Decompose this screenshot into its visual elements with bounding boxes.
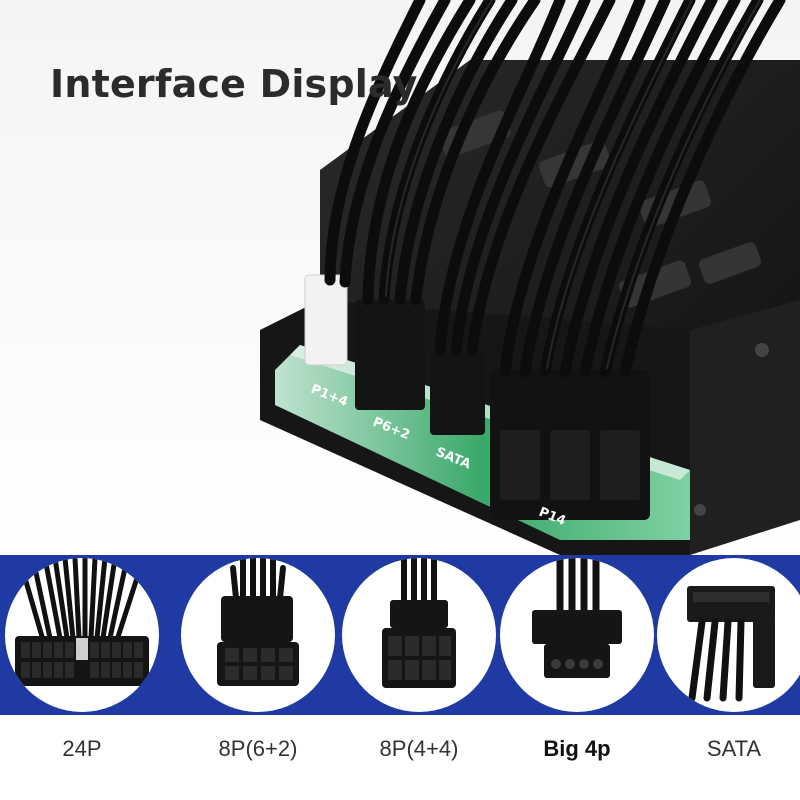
connector-label-sata: SATA: [706, 736, 762, 761]
molex-4pin-connector-icon: [532, 558, 622, 678]
connector-label-24p: 24P: [62, 736, 102, 761]
psu-product-photo: P1+4 P6+2 SATA P14: [0, 0, 800, 555]
connector-label-8p-6-2: 8P(6+2): [218, 736, 298, 761]
connector-thumb-24p: [5, 558, 159, 712]
pcie-8pin-connector-icon: [217, 558, 299, 686]
connector-thumb-8p-6-2: [181, 558, 335, 712]
atx-24pin-connector-icon: [15, 558, 149, 686]
connector-label-8p-4-4: 8P(4+4): [379, 736, 459, 761]
page-title: Interface Display: [50, 62, 418, 106]
connector-thumb-sata: [657, 558, 800, 712]
cpu-8pin-connector-icon: [382, 558, 456, 688]
connector-label-big-4p: Big 4p: [543, 736, 611, 761]
pcb-connectors: [304, 274, 650, 520]
connector-thumb-8p-4-4: [342, 558, 496, 712]
cable-bundle: [324, 0, 786, 378]
sata-connector-icon: [687, 586, 775, 702]
connector-thumb-big-4p: [500, 558, 654, 712]
psu-illustration: P1+4 P6+2 SATA P14: [0, 0, 800, 555]
